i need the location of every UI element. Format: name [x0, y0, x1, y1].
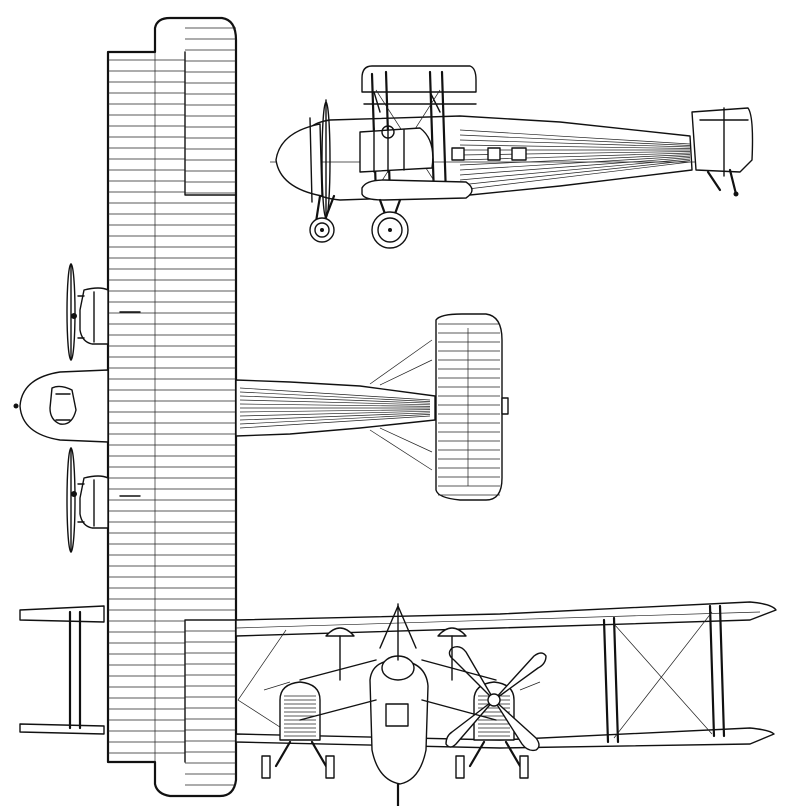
side-upper-wing: [361, 65, 477, 113]
hatch-line: [459, 129, 691, 145]
side-fuselage: [270, 115, 700, 201]
side-landing-gear: [309, 194, 409, 249]
side-view: [270, 65, 754, 249]
hatch-line: [239, 409, 431, 413]
hatch-line: [459, 139, 691, 148]
front-bracing: [263, 659, 541, 721]
side-engine: [359, 125, 434, 173]
plan-fuselage-tail: [235, 339, 436, 471]
hatch-line: [239, 391, 431, 402]
hatch-line: [239, 412, 431, 421]
wing-ribs: [108, 27, 236, 786]
front-upper-wing: [19, 601, 777, 637]
hatch-line: [459, 154, 691, 166]
hatch-line: [459, 158, 691, 181]
hatch-line: [239, 395, 431, 404]
hatch-line: [459, 134, 691, 146]
hatch-line: [239, 414, 431, 425]
hatch-line: [239, 410, 431, 417]
hatch-line: [239, 415, 431, 429]
front-engine-right: [455, 681, 529, 779]
front-fuselage: [369, 603, 429, 785]
hatch-line: [459, 144, 691, 149]
side-fuselage-lines: [459, 129, 691, 191]
side-tail: [691, 107, 754, 197]
plan-fuselage-nose: [13, 369, 109, 443]
hatch-line: [239, 403, 431, 407]
plan-engine-nacelle-lower: [66, 447, 141, 553]
front-struts: [68, 604, 726, 744]
fuselage-lines: [239, 387, 431, 429]
hatch-line: [459, 160, 691, 186]
tail-ribs: [438, 323, 500, 496]
hatch-line: [459, 155, 691, 171]
hatch-line: [459, 157, 691, 176]
side-nose: [275, 99, 331, 223]
front-engine-left: [261, 681, 335, 779]
plan-engine-nacelle-upper: [66, 263, 141, 361]
front-view: [19, 601, 777, 806]
hatch-line: [239, 399, 431, 406]
front-lower-wing: [19, 723, 775, 749]
hatch-line: [239, 387, 431, 401]
plan-view: [13, 16, 509, 798]
plan-upper-wing: [106, 16, 238, 798]
plan-tailplane: [435, 313, 509, 501]
front-tanks: [325, 627, 467, 681]
hatch-line: [459, 161, 691, 191]
side-lower-wing: [361, 179, 473, 201]
